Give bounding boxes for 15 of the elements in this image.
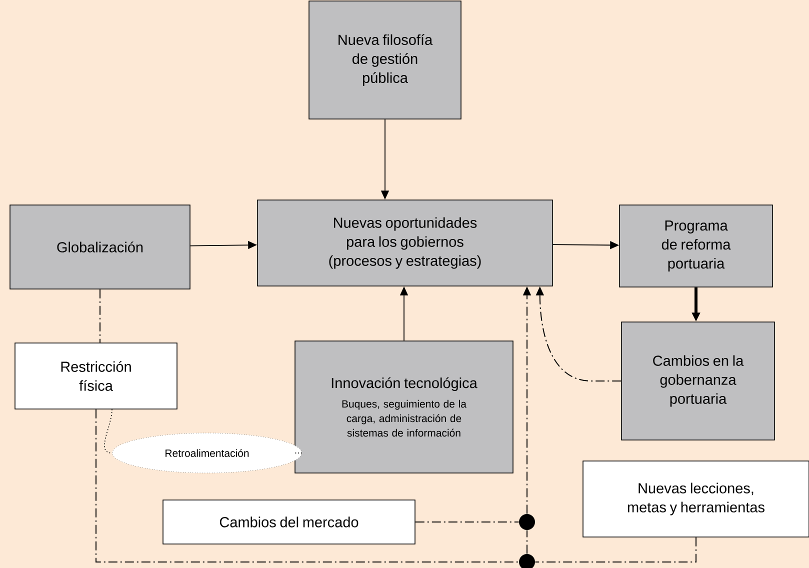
process-box: Cambios del mercado bbox=[162, 500, 416, 544]
connector bbox=[104, 408, 112, 454]
process-box: Cambios en la gobernanza portuaria bbox=[621, 322, 775, 440]
process-box: Restricción física bbox=[14, 342, 178, 410]
process-box: Globalización bbox=[10, 204, 190, 290]
process-box: Nuevas oportunidades para los gobiernos (procesos y estrategias) bbox=[257, 200, 553, 286]
junction-dot bbox=[519, 514, 535, 530]
connector bbox=[534, 536, 696, 562]
connector bbox=[526, 530, 528, 554]
process-box: Nueva filosofía de gestión pública bbox=[308, 0, 462, 120]
process-box: Innovación tecnológica Buques, seguimiento de la carga, administración de sistemas de información bbox=[294, 340, 514, 474]
connector bbox=[96, 408, 520, 562]
process-box: Nuevas lecciones, metas y herramientas bbox=[582, 460, 809, 538]
connector bbox=[294, 452, 302, 454]
process-box: Programa de reforma portuaria bbox=[619, 204, 773, 288]
